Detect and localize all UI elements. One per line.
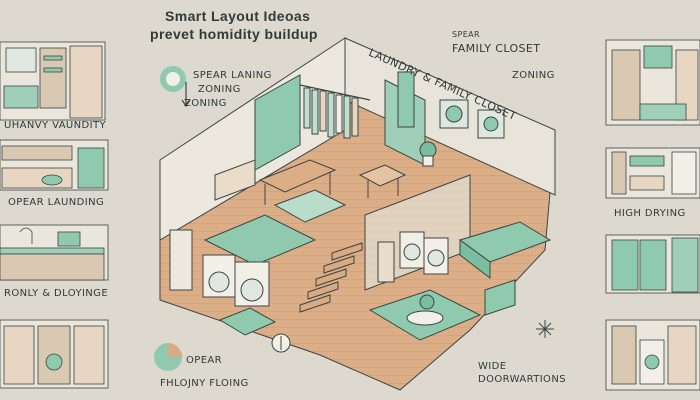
label-fhlojny-floing: FHLOJNY FLOING	[160, 378, 249, 389]
thumbnail-drying-area	[605, 147, 700, 199]
arrow-down-icon	[181, 82, 191, 108]
sparkle-icon	[536, 320, 554, 338]
washing-machine-icon	[202, 254, 270, 307]
label-high-drying: HIGH DRYING	[614, 208, 686, 219]
thumbnail-green-shutters	[605, 234, 700, 294]
label-opear-launding: OPEAR LAUNDING	[8, 197, 105, 208]
label-zoning-right: ZONING	[512, 70, 555, 81]
thumbnail-appliances	[605, 319, 700, 391]
isometric-floor-plan	[159, 37, 556, 391]
potted-plant-icon	[419, 141, 437, 310]
label-spear: SPEAR	[452, 30, 480, 39]
thumbnail-laundry-shelves	[0, 319, 109, 389]
thumbnail-kitchen	[0, 139, 109, 191]
title-line-2: prevet homidity buildup	[150, 26, 318, 42]
label-family-closet: FAMILY CLOSET	[452, 42, 541, 55]
pie-chart-icon	[154, 343, 182, 371]
sofa-icon	[458, 221, 552, 280]
thumbnail-sink-counter	[0, 224, 109, 281]
floor-vent-icon	[271, 333, 291, 353]
label-uhanvy-vaundity: UHANVY VAUNDITY	[4, 120, 106, 131]
label-opear-bottom: OPEAR	[186, 355, 223, 366]
leaf-circle-icon	[160, 66, 186, 92]
label-zoning-1: ZONING	[198, 84, 241, 95]
label-wide-doorwartions: WIDE DOORWARTIONS	[478, 361, 566, 385]
label-zoning-2: ZONING	[184, 98, 227, 109]
thumbnail-bedroom-shelves	[0, 41, 106, 121]
label-ronly-dloyinge: RONLY & DLOYINGE	[4, 288, 109, 299]
thumbnail-closet-room	[605, 39, 700, 126]
label-spear-laning: SPEAR LANING	[193, 70, 272, 81]
title-line-1: Smart Layout Ideoas	[165, 8, 311, 24]
